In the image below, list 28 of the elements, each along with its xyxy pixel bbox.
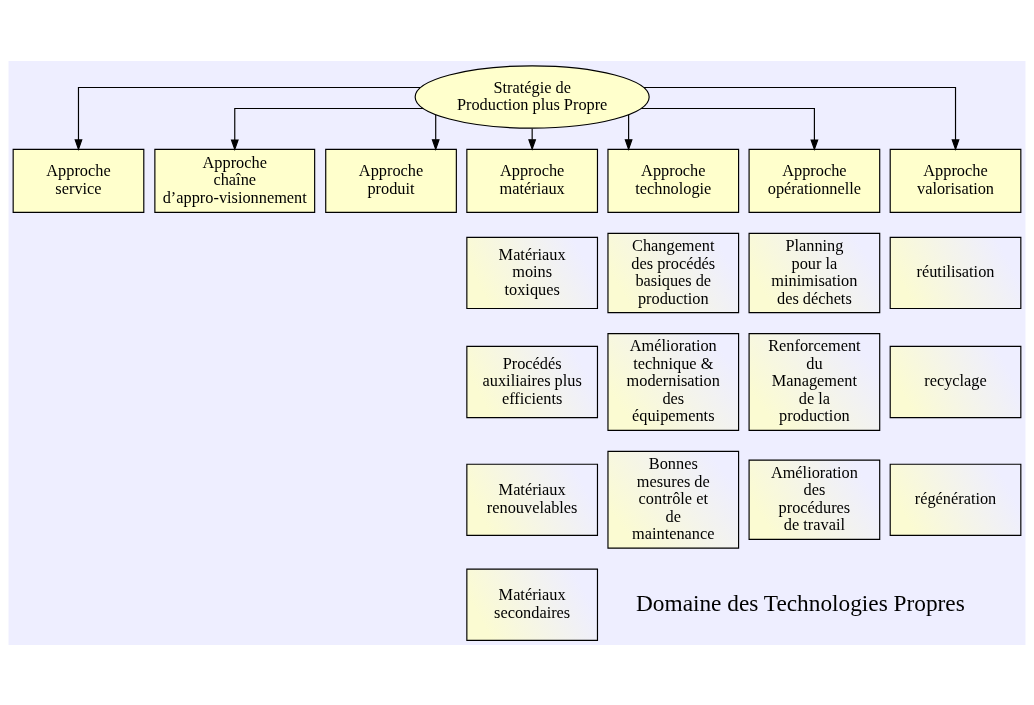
node-box: Approche service <box>12 148 145 213</box>
node-box: Approche opérationnelle <box>748 148 881 213</box>
node-box: Amélioration technique & modernisation des équipements <box>607 332 740 431</box>
node-box: régénération <box>889 463 1022 536</box>
node-box: Approche technologie <box>607 148 740 213</box>
node-box: recyclage <box>889 345 1022 418</box>
arrow <box>431 113 440 151</box>
node-box: Matériaux renouvelables <box>466 463 599 536</box>
node-box: réutilisation <box>889 236 1022 309</box>
node-box: Approche matériaux <box>466 148 599 213</box>
node-box: Planning pour la minimisation des déchets <box>748 232 881 313</box>
node-box: Matériaux moins toxiques <box>466 236 599 309</box>
node-box: Approche produit <box>325 148 457 213</box>
node-box: Bonnes mesures de contrôle et de maintenance <box>607 450 740 549</box>
arrow <box>230 107 424 151</box>
arrow <box>74 86 421 151</box>
node-ellipse: Stratégie de Production plus Propre <box>414 64 650 129</box>
node-box: Approche chaîne d’appro-visionnement <box>154 148 316 213</box>
arrow <box>643 86 960 151</box>
arrow <box>640 107 819 151</box>
node-box: Matériaux secondaires <box>466 568 599 641</box>
node-box: Renforcement du Management de la production <box>748 332 881 431</box>
arrow <box>624 113 633 151</box>
node-box: Approche valorisation <box>889 148 1022 213</box>
node-box: Changement des procédés basiques de production <box>607 232 740 313</box>
node-box: Amélioration des procédures de travail <box>748 459 881 540</box>
label: Domaine des Technologies Propres <box>636 589 965 616</box>
node-box: Procédés auxiliaires plus efficients <box>466 345 599 418</box>
